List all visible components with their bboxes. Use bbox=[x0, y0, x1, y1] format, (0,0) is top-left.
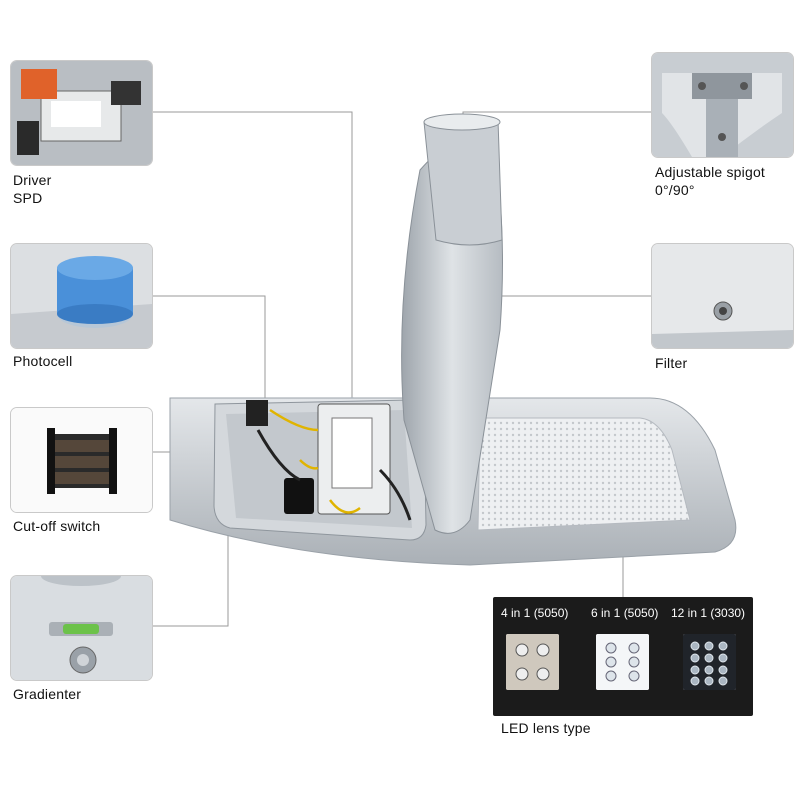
led-lens-12in1-image bbox=[683, 634, 736, 690]
wiring-black bbox=[256, 429, 412, 521]
led-lens-1-label: 4 in 1 (5050) bbox=[501, 606, 569, 620]
photocell-label: Photocell bbox=[13, 353, 73, 369]
driver-label bbox=[331, 417, 373, 489]
gradienter-label: Gradienter bbox=[13, 686, 82, 702]
spigot-title: Adjustable spigot bbox=[655, 164, 766, 180]
spd-title: SPD bbox=[13, 190, 43, 206]
led-lens-3-label: 12 in 1 (3030) bbox=[671, 606, 746, 620]
led-lens-type-label: LED lens type bbox=[501, 720, 591, 736]
spd-module bbox=[284, 478, 314, 514]
led-module-area bbox=[477, 417, 691, 531]
adjustable-spigot-thumbnail bbox=[651, 52, 794, 158]
photocell-thumbnail bbox=[10, 243, 153, 349]
cutoff-switch-label: Cut-off switch bbox=[13, 518, 101, 534]
photocell-leader-line bbox=[152, 295, 266, 432]
spigot-post bbox=[423, 115, 503, 246]
driver-label-text: Driver SPD bbox=[13, 171, 52, 207]
driver-spd-thumbnail bbox=[10, 60, 153, 166]
gradienter-leader-line bbox=[152, 508, 229, 627]
terminal-block bbox=[246, 400, 268, 426]
driver-title: Driver bbox=[13, 172, 52, 188]
led-lens-6in1-image bbox=[596, 634, 649, 690]
spigot-top bbox=[423, 113, 501, 131]
led-lens-4in1-image bbox=[506, 634, 559, 690]
wiring bbox=[269, 408, 361, 514]
filter-thumbnail bbox=[651, 243, 794, 349]
spigot-angle: 0°/90° bbox=[655, 182, 695, 198]
driver-leader-line bbox=[152, 111, 353, 400]
led-lens-panel: 4 in 1 (5050) 6 in 1 (5050) 12 in 1 (303… bbox=[493, 597, 753, 716]
spigot-label-text: Adjustable spigot 0°/90° bbox=[655, 163, 765, 199]
cutoff-switch-thumbnail bbox=[10, 407, 153, 513]
led-lens-2-label: 6 in 1 (5050) bbox=[591, 606, 659, 620]
gradienter-thumbnail bbox=[10, 575, 153, 681]
filter-label: Filter bbox=[655, 355, 688, 371]
